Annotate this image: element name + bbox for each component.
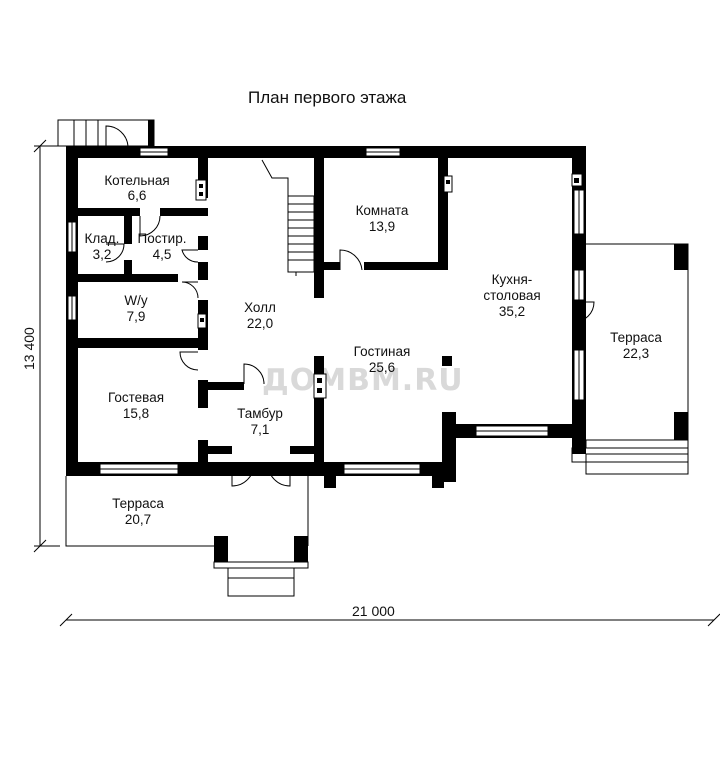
room-gostinaya: Гостиная 25,6 — [354, 344, 411, 375]
room-name: Гостевая — [108, 390, 164, 405]
room-terrace-right: Терраса 22,3 — [610, 330, 662, 361]
right-windows — [573, 189, 585, 401]
room-name: Комната — [356, 203, 409, 218]
room-wc: W/у 7,9 — [124, 293, 147, 324]
room-klad: Клад. 3,2 — [85, 231, 120, 262]
room-holl: Холл 22,0 — [244, 300, 276, 331]
dimension-width-label: 21 000 — [352, 603, 395, 619]
room-name: Котельная — [104, 173, 169, 188]
room-area: 3,2 — [93, 247, 112, 262]
room-area: 13,9 — [369, 219, 395, 234]
room-area: 22,3 — [623, 346, 649, 361]
room-name: Постир. — [138, 231, 187, 246]
room-name: Гостиная — [354, 344, 411, 359]
doors — [105, 215, 595, 487]
staircase — [261, 159, 315, 276]
room-name: Терраса — [112, 496, 164, 511]
watermark: ДОМВМ.RU — [262, 363, 464, 398]
room-kotelnaya: Котельная 6,6 — [104, 173, 169, 203]
room-area: 4,5 — [153, 247, 172, 262]
room-area: 25,6 — [369, 360, 395, 375]
room-name-2: столовая — [483, 288, 540, 303]
bottom-terrace — [65, 476, 309, 597]
room-name: Тамбур — [237, 406, 283, 421]
room-area: 7,9 — [127, 309, 146, 324]
room-name: Холл — [244, 300, 276, 315]
fixtures — [195, 173, 583, 399]
bottom-windows — [99, 425, 549, 475]
room-tambur: Тамбур 7,1 — [237, 406, 283, 437]
left-windows — [67, 221, 77, 321]
room-area: 20,7 — [125, 512, 151, 527]
dimension-width — [59, 613, 720, 627]
room-area: 7,1 — [251, 422, 270, 437]
room-komnata: Комната 13,9 — [356, 203, 409, 234]
room-area: 15,8 — [123, 406, 149, 421]
room-area: 22,0 — [247, 316, 273, 331]
room-gostevaya: Гостевая 15,8 — [108, 390, 164, 421]
dimension-height — [33, 139, 60, 553]
room-area: 35,2 — [499, 304, 525, 319]
top-left-porch — [57, 119, 155, 147]
room-area: 6,6 — [128, 188, 147, 203]
room-name: Терраса — [610, 330, 662, 345]
right-terrace — [571, 243, 689, 475]
room-kuhnya: Кухня- столовая 35,2 — [483, 272, 540, 319]
top-windows — [139, 147, 401, 157]
room-name: Клад. — [85, 231, 120, 246]
plan-title: План первого этажа — [248, 88, 407, 107]
room-postir: Постир. 4,5 — [138, 231, 187, 262]
room-name: Кухня- — [492, 272, 533, 287]
room-terrace-bottom: Терраса 20,7 — [112, 496, 164, 527]
room-name: W/у — [124, 293, 147, 308]
dimension-height-label: 13 400 — [21, 327, 37, 370]
